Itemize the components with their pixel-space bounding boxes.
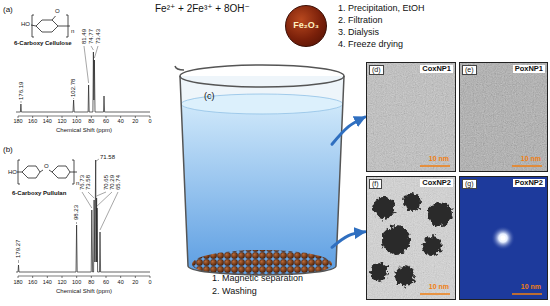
axis-tick-label: 120 — [57, 118, 66, 124]
panel-letter: (b) — [3, 146, 13, 155]
axis-tick-label: 40 — [118, 118, 124, 124]
axis-tick-label: 140 — [43, 118, 52, 124]
peak-label: 176.19 — [18, 82, 25, 100]
axis-tick-label: 20 — [132, 279, 138, 285]
nanoparticle-sphere: Fe₂O₃ — [285, 5, 327, 47]
axis-tick-label: 80 — [88, 118, 94, 124]
process-step: 1. Magnetic separation — [212, 274, 303, 284]
formula-label: Fe₂O₃ — [293, 21, 319, 31]
peak-label: 81.49 — [81, 29, 88, 44]
panel-letter: (f) — [369, 179, 382, 189]
beaker-liquid — [181, 104, 343, 275]
process-step: 3. Dialysis — [338, 28, 379, 38]
polymer-bracket — [32, 15, 68, 37]
beaker-rim — [180, 65, 344, 87]
structure-name: 6-Carboxy Cellulose — [14, 40, 72, 47]
process-step: 4. Freeze drying — [338, 40, 403, 50]
process-step: 1. Precipitation, EtOH — [338, 4, 425, 14]
structure-name: 6-Carboxy Pullulan — [12, 190, 66, 197]
scale-bar-label: 10 nm — [521, 283, 541, 291]
process-arrow — [332, 117, 365, 144]
axis-tick-label: 180 — [13, 279, 22, 285]
sample-name: PoxNP1 — [513, 65, 545, 73]
peak-leader — [21, 46, 98, 103]
nmr-panel-a — [16, 15, 150, 118]
peak-label: 73.58 — [85, 175, 92, 190]
peak-leader — [19, 159, 119, 263]
process-arrow — [332, 232, 365, 247]
repeat-unit-label: n — [71, 28, 74, 35]
sample-name: CoxNP2 — [420, 179, 453, 187]
axis-tick-label: 0 — [148, 279, 151, 285]
scale-bar-label: 10 nm — [521, 155, 541, 163]
panel-letter: (c) — [204, 92, 215, 102]
axis-tick-label: 0 — [148, 118, 151, 124]
axis-tick-label: 100 — [72, 279, 81, 285]
beaker-wall — [180, 76, 344, 275]
reaction-beaker: (c) — [182, 66, 332, 272]
beaker-glass — [180, 76, 344, 275]
tem-image-e — [459, 62, 548, 172]
peak-label: 71.58 — [100, 154, 115, 161]
axis-tick-label: 60 — [103, 118, 109, 124]
axis-line — [18, 276, 150, 278]
peak-label: 73.43 — [95, 29, 102, 44]
beaker-spout — [175, 66, 184, 70]
peak-label: 70.29 — [109, 175, 116, 190]
panel-letter: (e) — [462, 65, 477, 75]
axis-line — [18, 116, 150, 118]
atom-label: HO — [8, 169, 17, 176]
peak-label: 102.78 — [70, 79, 77, 97]
atom-label: O — [44, 163, 49, 170]
tem-panel: (f) CoxNP2 10 nm — [366, 176, 456, 300]
nmr-spectrum — [16, 52, 150, 112]
axis-title: Chemical Shift (ppm) — [56, 127, 112, 134]
diffraction-panel: (g) PoxNP2 10 nm — [459, 176, 548, 300]
tem-image-d — [366, 62, 456, 172]
scale-bar-label: 10 nm — [429, 155, 449, 163]
panel-letter: (g) — [462, 179, 477, 189]
axis-tick-label: 40 — [118, 279, 124, 285]
polymer-bracket — [18, 160, 74, 184]
reaction-equation: Fe²⁺ + 2Fe³⁺ + 8OH⁻ — [155, 3, 250, 14]
peak-label: 65.74 — [115, 175, 122, 190]
bond-lines — [17, 170, 77, 172]
tem-image-f — [366, 176, 456, 300]
axis-tick-label: 60 — [103, 279, 109, 285]
bond-lines — [31, 16, 70, 26]
axis-tick-label: 120 — [57, 279, 66, 285]
beaker-illustration — [175, 65, 344, 278]
ring-structure — [36, 20, 58, 32]
diffraction-image-g — [459, 176, 548, 300]
axis-tick-label: 140 — [43, 279, 52, 285]
axis-tick-label: 160 — [28, 279, 37, 285]
process-step: 2. Filtration — [338, 16, 383, 26]
peak-label: 179.27 — [15, 240, 22, 258]
atom-label: O — [55, 8, 60, 15]
peak-label: 74.77 — [88, 29, 95, 44]
tem-panel: (d) CoxNP1 10 nm — [366, 62, 456, 172]
axis-tick-label: 80 — [88, 279, 94, 285]
panel-letter: (a) — [3, 6, 13, 15]
peak-label: 76.73 — [79, 175, 86, 190]
axis-tick-label: 180 — [13, 118, 22, 124]
atom-label: HO — [21, 21, 30, 28]
sample-name: PoxNP2 — [513, 179, 545, 187]
tem-panel: (e) PoxNP1 10 nm — [459, 62, 548, 172]
axis-tick-label: 20 — [132, 118, 138, 124]
peak-label: 70.65 — [103, 175, 110, 190]
process-step: 2. Washing — [212, 287, 257, 297]
nmr-spectrum — [16, 160, 150, 272]
nmr-panel-b — [16, 159, 150, 278]
peak-label: 98.23 — [73, 205, 80, 220]
axis-tick-label: 100 — [72, 118, 81, 124]
panel-letter: (d) — [369, 65, 384, 75]
axis-title: Chemical Shift (ppm) — [56, 288, 112, 295]
scale-bar-label: 10 nm — [429, 283, 449, 291]
axis-tick-label: 160 — [28, 118, 37, 124]
sample-name: CoxNP1 — [420, 65, 453, 73]
